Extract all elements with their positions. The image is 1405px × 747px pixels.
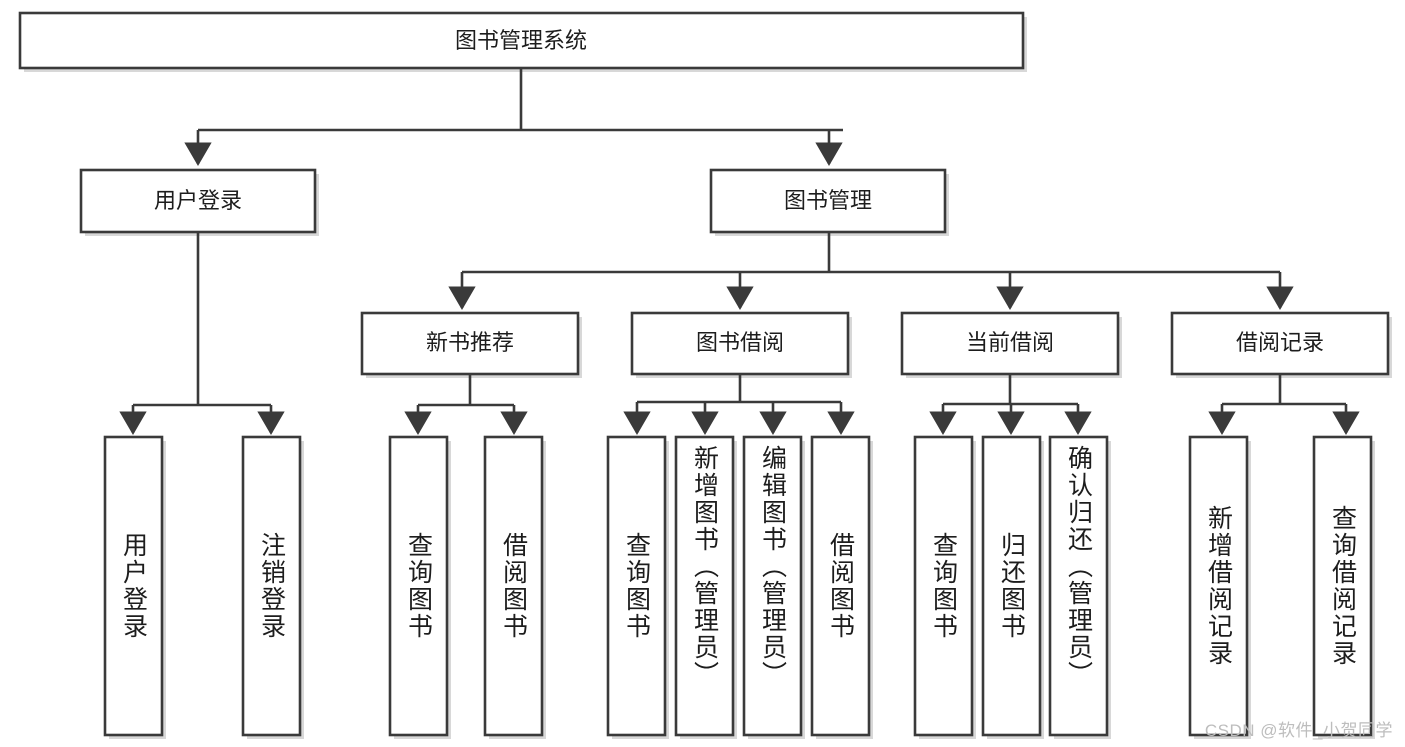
node-book-borrow[interactable]: 图书借阅 <box>630 311 850 376</box>
node-current-borrow[interactable]: 当前借阅 <box>900 311 1120 376</box>
node-new-book-rec-label: 新书推荐 <box>426 330 514 355</box>
leaf-box-add-book[interactable] <box>674 435 735 737</box>
leaf-box-return-book[interactable] <box>981 435 1042 737</box>
leaf-box-user-login[interactable] <box>103 435 164 737</box>
leaf-box-logout[interactable] <box>241 435 302 737</box>
leaf-box-query-book-1[interactable] <box>388 435 449 737</box>
node-user-login[interactable]: 用户登录 <box>79 168 317 234</box>
connector-edges <box>119 68 1360 435</box>
leaf-box-confirm-return[interactable] <box>1048 435 1109 737</box>
node-book-manage-label: 图书管理 <box>784 188 872 213</box>
node-book-borrow-label: 图书借阅 <box>696 330 784 355</box>
leaf-box-add-record[interactable] <box>1188 435 1249 737</box>
leaf-box-borrow-book-1[interactable] <box>483 435 544 737</box>
node-borrow-record-label: 借阅记录 <box>1236 330 1324 355</box>
csdn-watermark: CSDN @软件_小贺同学 <box>1204 721 1393 740</box>
node-root[interactable]: 图书管理系统 <box>18 11 1025 70</box>
node-new-book-rec[interactable]: 新书推荐 <box>360 311 580 376</box>
node-root-label: 图书管理系统 <box>455 28 587 53</box>
leaf-box-edit-book[interactable] <box>742 435 803 737</box>
node-user-login-label: 用户登录 <box>154 188 242 213</box>
leaf-box-query-book-2[interactable] <box>606 435 667 737</box>
node-borrow-record[interactable]: 借阅记录 <box>1170 311 1390 376</box>
leaf-boxes[interactable] <box>103 435 1373 737</box>
node-current-borrow-label: 当前借阅 <box>966 330 1054 355</box>
leaf-box-query-book-3[interactable] <box>913 435 974 737</box>
leaf-box-query-record[interactable] <box>1312 435 1373 737</box>
node-book-manage[interactable]: 图书管理 <box>709 168 947 234</box>
leaf-box-borrow-book-2[interactable] <box>810 435 871 737</box>
